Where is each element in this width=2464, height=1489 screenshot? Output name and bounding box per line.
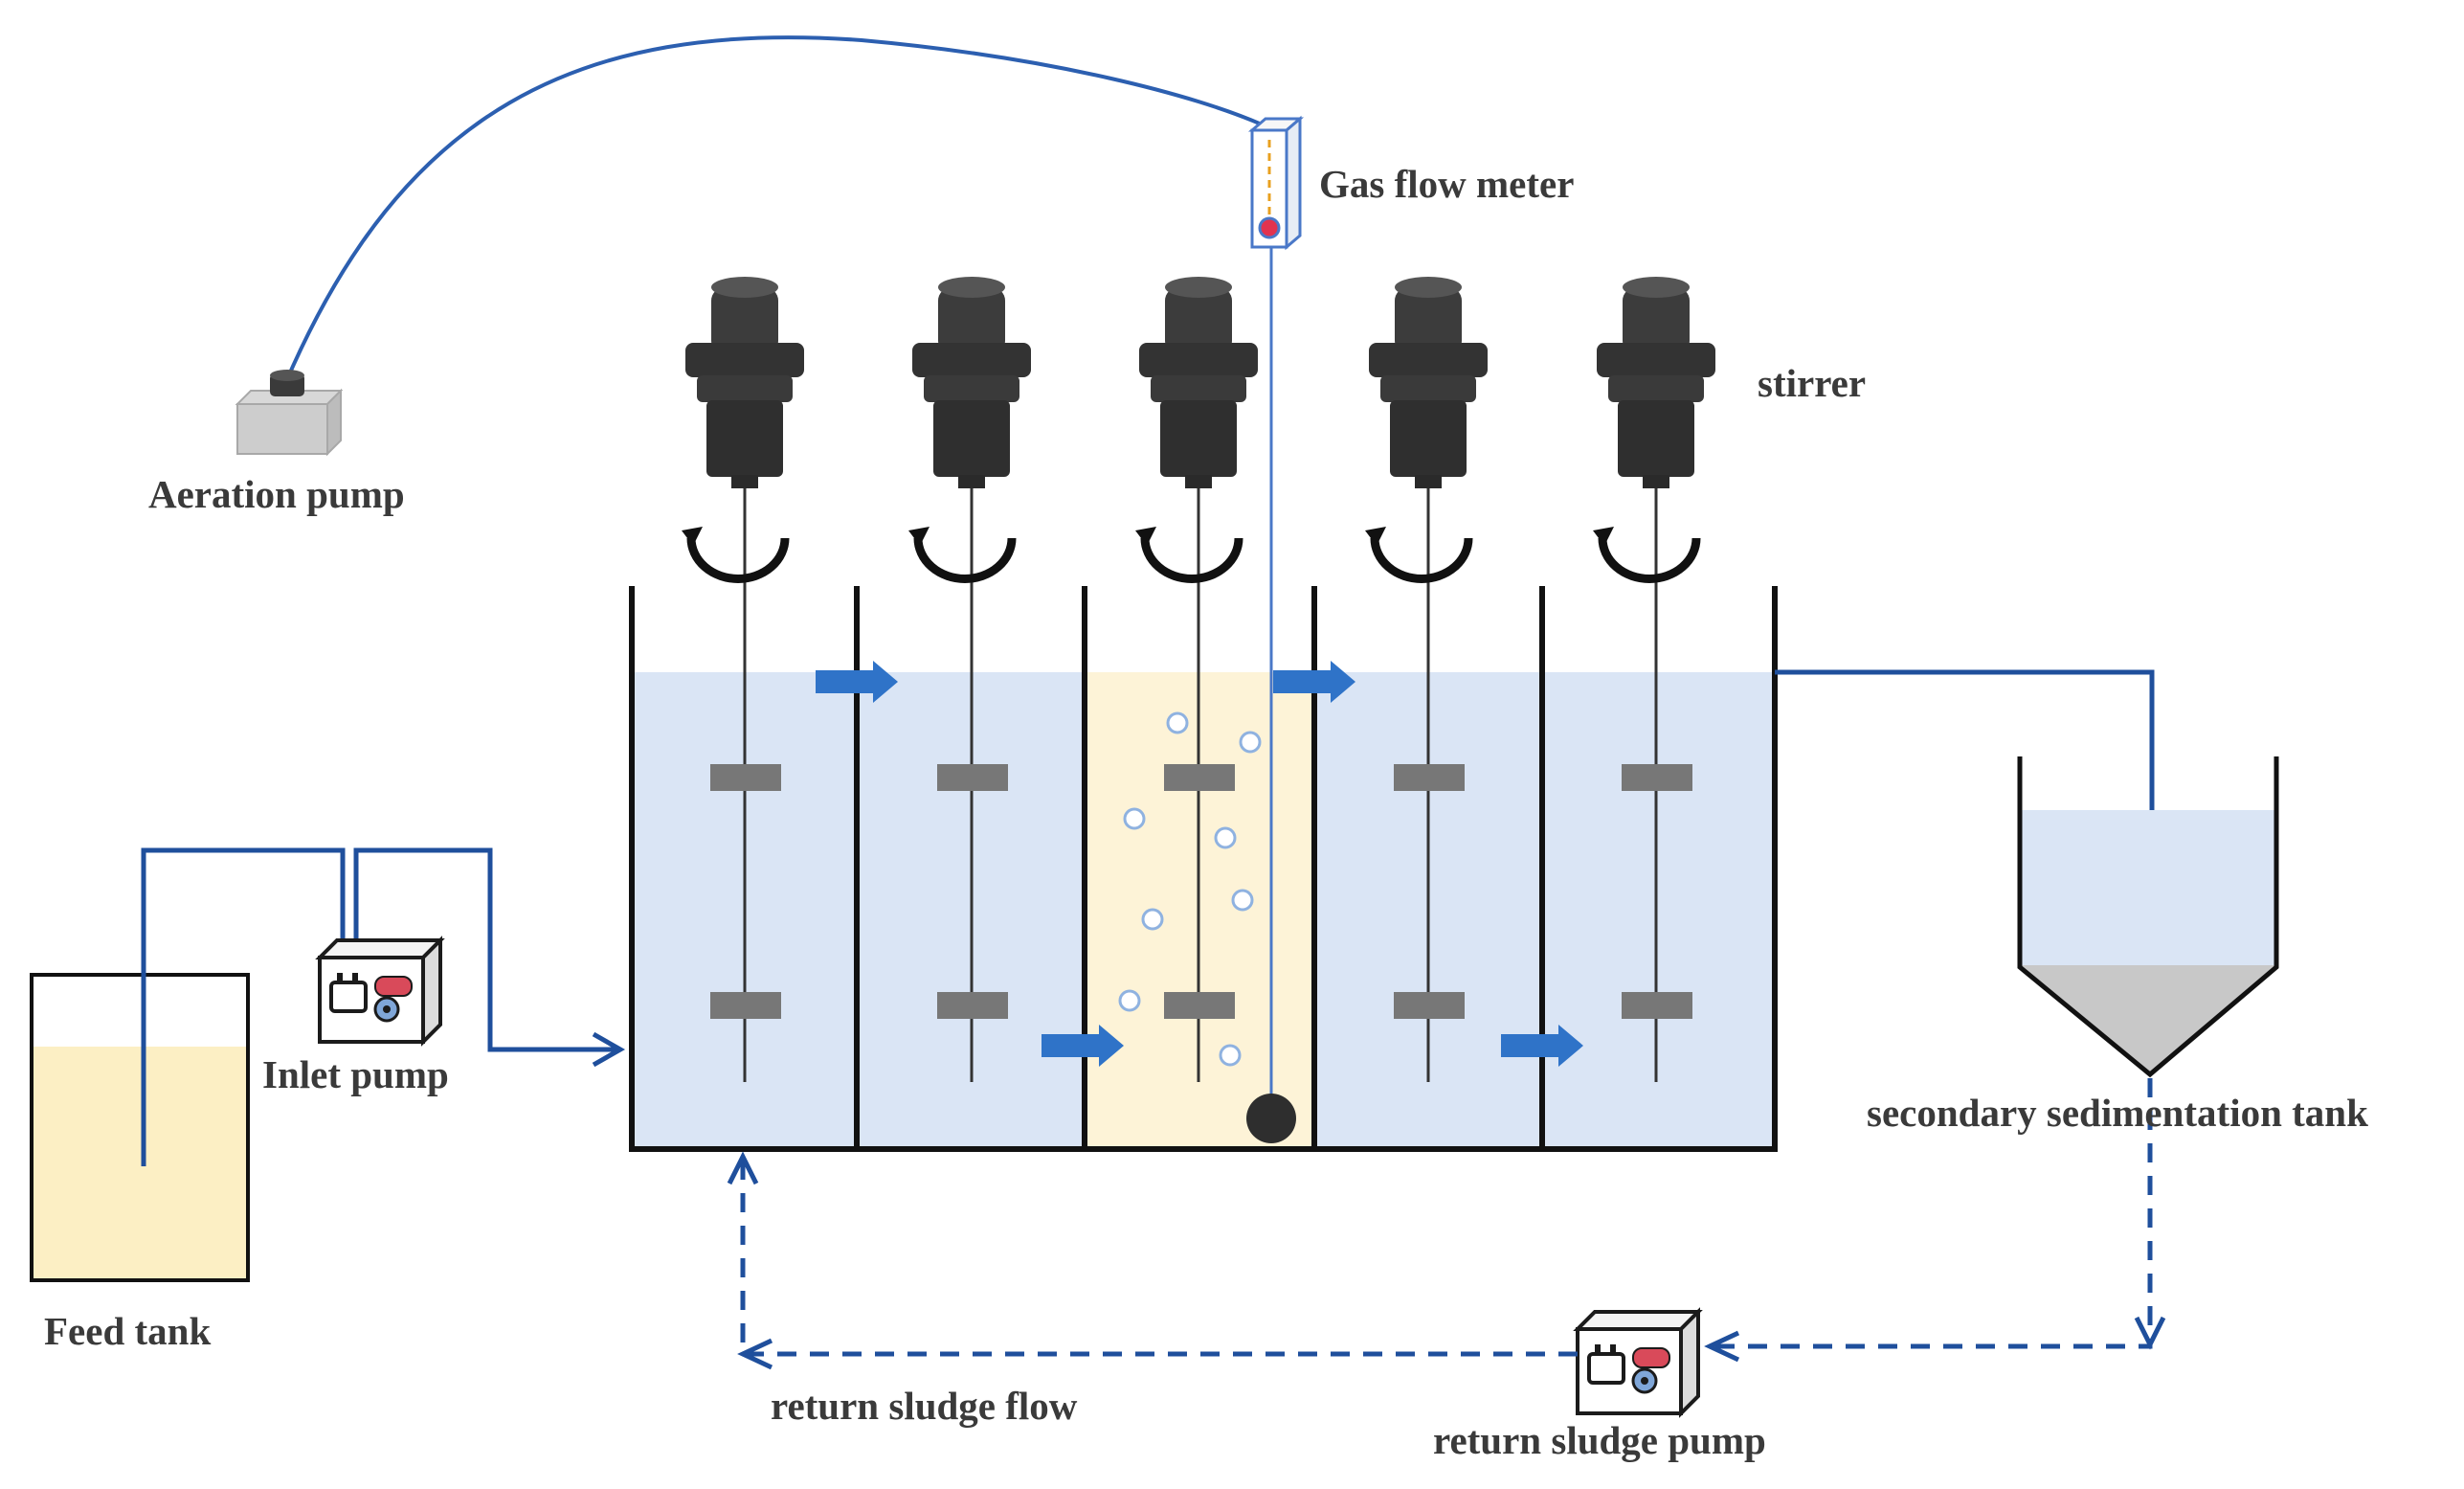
- feed-tank-label: Feed tank: [44, 1309, 211, 1353]
- air-bubble: [1123, 807, 1146, 830]
- inlet-pump-icon: [318, 938, 442, 1044]
- aeration-pump: [235, 370, 344, 457]
- stirrer-paddle-lower: [1394, 992, 1465, 1019]
- sludge-up-arrow-icon: [727, 1151, 759, 1185]
- stirrer-label: stirrer: [1758, 361, 1866, 405]
- aeration-air-pipe: [285, 35, 1263, 380]
- stirrer-paddle-upper: [1622, 764, 1692, 791]
- stirrer-paddle-upper: [710, 764, 781, 791]
- stirrer-1: [682, 277, 804, 1082]
- rotation-arrow-icon: [686, 537, 790, 583]
- flow-arrow-icon: [1273, 661, 1355, 703]
- air-bubble: [1231, 889, 1254, 912]
- stirrer-2: [908, 277, 1031, 1082]
- sludge-left-arrow-icon: [737, 1338, 773, 1370]
- sludge-return-line-2: [740, 1157, 1578, 1357]
- rotation-arrow-icon: [1598, 537, 1701, 583]
- return-sludge-pump-label: return sludge pump: [1433, 1418, 1766, 1462]
- air-diffuser: [1246, 1094, 1296, 1143]
- flow-arrows: [816, 661, 1583, 1067]
- secondary-sedimentation-tank: [2017, 756, 2279, 1078]
- stirrer-paddle-upper: [1394, 764, 1465, 791]
- air-bubble: [1141, 908, 1164, 931]
- flow-arrow-icon: [1042, 1025, 1124, 1067]
- stirrer-paddle-upper: [1164, 764, 1235, 791]
- feed-discharge-pipe: [353, 847, 620, 1052]
- compartment-5-water: [1542, 672, 1775, 1149]
- flow-arrow-icon: [1501, 1025, 1583, 1067]
- stirrer-paddle-upper: [937, 764, 1008, 791]
- float-indicator-icon: [1258, 216, 1281, 239]
- feed-suction-pipe: [141, 847, 346, 1166]
- air-bubble: [1214, 826, 1237, 849]
- return-sludge-flow-label: return sludge flow: [771, 1384, 1078, 1428]
- rotation-arrow-icon: [913, 537, 1017, 583]
- stirrer-paddle-lower: [937, 992, 1008, 1019]
- rotation-arrow-icon: [1370, 537, 1473, 583]
- gas-flow-meter: [1247, 115, 1305, 251]
- stirrer-paddle-lower: [710, 992, 781, 1019]
- stirrer-5: [1593, 277, 1715, 1082]
- stirrer-paddle-lower: [1164, 992, 1235, 1019]
- inlet-pump-label: Inlet pump: [262, 1052, 449, 1096]
- aeration-pump-label: Aeration pump: [148, 472, 405, 516]
- gas-flow-meter-label: Gas flow meter: [1319, 162, 1574, 206]
- rotation-arrow-icon: [1140, 537, 1243, 583]
- sludge-down-arrow-icon: [2134, 1316, 2166, 1350]
- stirrer-4: [1365, 277, 1488, 1082]
- air-bubble: [1166, 711, 1189, 734]
- effluent-pipe: [1775, 669, 2155, 856]
- inlet-arrow-icon: [592, 1031, 626, 1068]
- aeration-bubbles: [1118, 711, 1262, 1067]
- air-bubble: [1118, 989, 1141, 1012]
- sludge-left-arrow-icon: [1704, 1330, 1740, 1363]
- flow-arrow-icon: [816, 661, 898, 703]
- air-bubble: [1239, 731, 1262, 754]
- reactor: [629, 586, 1778, 1152]
- feed-tank: [30, 973, 250, 1282]
- air-bubble: [1219, 1044, 1242, 1067]
- return-sludge-pump-icon: [1576, 1310, 1700, 1415]
- stirrer-paddle-lower: [1622, 992, 1692, 1019]
- secondary-sedimentation-tank-label: secondary sedimentation tank: [1867, 1091, 2368, 1135]
- reactor-outer-wall: [629, 586, 1778, 1152]
- stirrer-3: [1135, 277, 1258, 1082]
